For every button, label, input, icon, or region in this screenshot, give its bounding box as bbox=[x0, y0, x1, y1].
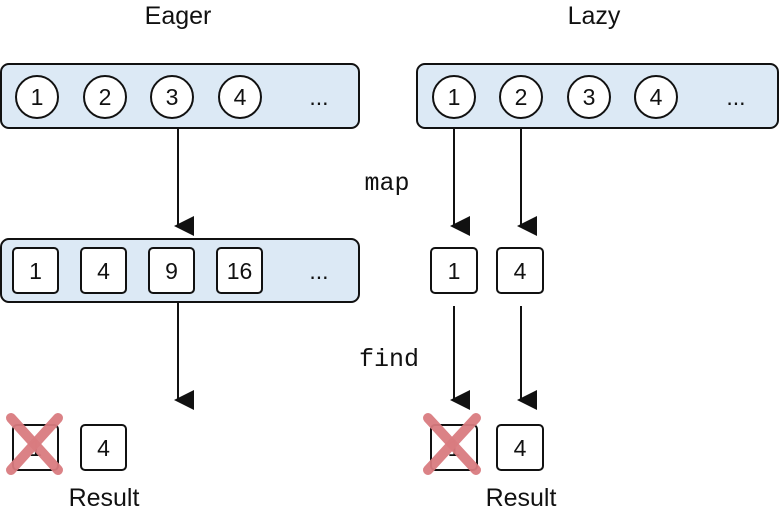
eager-mapped-box-4 bbox=[216, 247, 263, 294]
cross-mark-icon bbox=[6, 413, 63, 475]
eager-title: Eager bbox=[145, 2, 212, 30]
eager-mapped-box-3 bbox=[148, 247, 195, 294]
eager-result-label: Result bbox=[69, 484, 140, 512]
lazy-mapped-box-1 bbox=[430, 247, 478, 294]
eager-mapped-label-4: 16 bbox=[227, 258, 253, 284]
eager-input-circle-1 bbox=[15, 75, 59, 119]
lazy-input-items: 1 2 3 4 ... bbox=[432, 75, 746, 119]
eager-result-label-2: 4 bbox=[97, 435, 110, 461]
lazy-mapped-items: 1 4 bbox=[430, 247, 544, 294]
eager-input-label-2: 2 bbox=[99, 84, 112, 110]
eager-input-label-1: 1 bbox=[31, 84, 44, 110]
lazy-result-label-2: 4 bbox=[514, 435, 527, 461]
map-operation-label: map bbox=[364, 169, 409, 198]
lazy-result-box-2 bbox=[496, 424, 544, 471]
eager-input-label-3: 3 bbox=[166, 84, 179, 110]
lazy-mapped-label-2: 4 bbox=[514, 258, 527, 284]
eager-mapped-label-1: 1 bbox=[29, 258, 42, 284]
eager-result-box-2 bbox=[80, 424, 127, 471]
eager-mapped-label-3: 9 bbox=[165, 258, 178, 284]
lazy-mapped-label-1: 1 bbox=[448, 258, 461, 284]
eager-mapped-label-2: 4 bbox=[97, 258, 110, 284]
lazy-input-label-3: 3 bbox=[583, 84, 596, 110]
eager-mapped-items: 1 4 9 16 ... bbox=[12, 247, 329, 294]
lazy-title: Lazy bbox=[568, 2, 621, 30]
lazy-mapped-box-2 bbox=[496, 247, 544, 294]
find-operation-label: find bbox=[359, 345, 419, 374]
lazy-input-circle-4 bbox=[634, 75, 678, 119]
eager-input-ellipsis: ... bbox=[309, 84, 328, 110]
eager-results: 1 4 Result bbox=[6, 413, 140, 512]
lazy-input-ellipsis: ... bbox=[726, 84, 745, 110]
lazy-results: 1 4 Result bbox=[423, 413, 557, 512]
eager-mapped-box-1 bbox=[12, 247, 59, 294]
lazy-input-circle-1 bbox=[432, 75, 476, 119]
eager-mapped-ellipsis: ... bbox=[309, 258, 328, 284]
eager-input-circle-4 bbox=[218, 75, 262, 119]
lazy-input-label-1: 1 bbox=[448, 84, 461, 110]
eager-mapped-box-2 bbox=[80, 247, 127, 294]
lazy-result-label: Result bbox=[486, 484, 557, 512]
lazy-input-circle-3 bbox=[567, 75, 611, 119]
lazy-input-label-2: 2 bbox=[515, 84, 528, 110]
eager-input-items: 1 2 3 4 ... bbox=[15, 75, 329, 119]
lazy-input-circle-2 bbox=[499, 75, 543, 119]
eager-input-circle-2 bbox=[83, 75, 127, 119]
eager-input-label-4: 4 bbox=[234, 84, 247, 110]
lazy-input-label-4: 4 bbox=[650, 84, 663, 110]
eager-input-circle-3 bbox=[150, 75, 194, 119]
cross-mark-icon bbox=[423, 413, 481, 475]
